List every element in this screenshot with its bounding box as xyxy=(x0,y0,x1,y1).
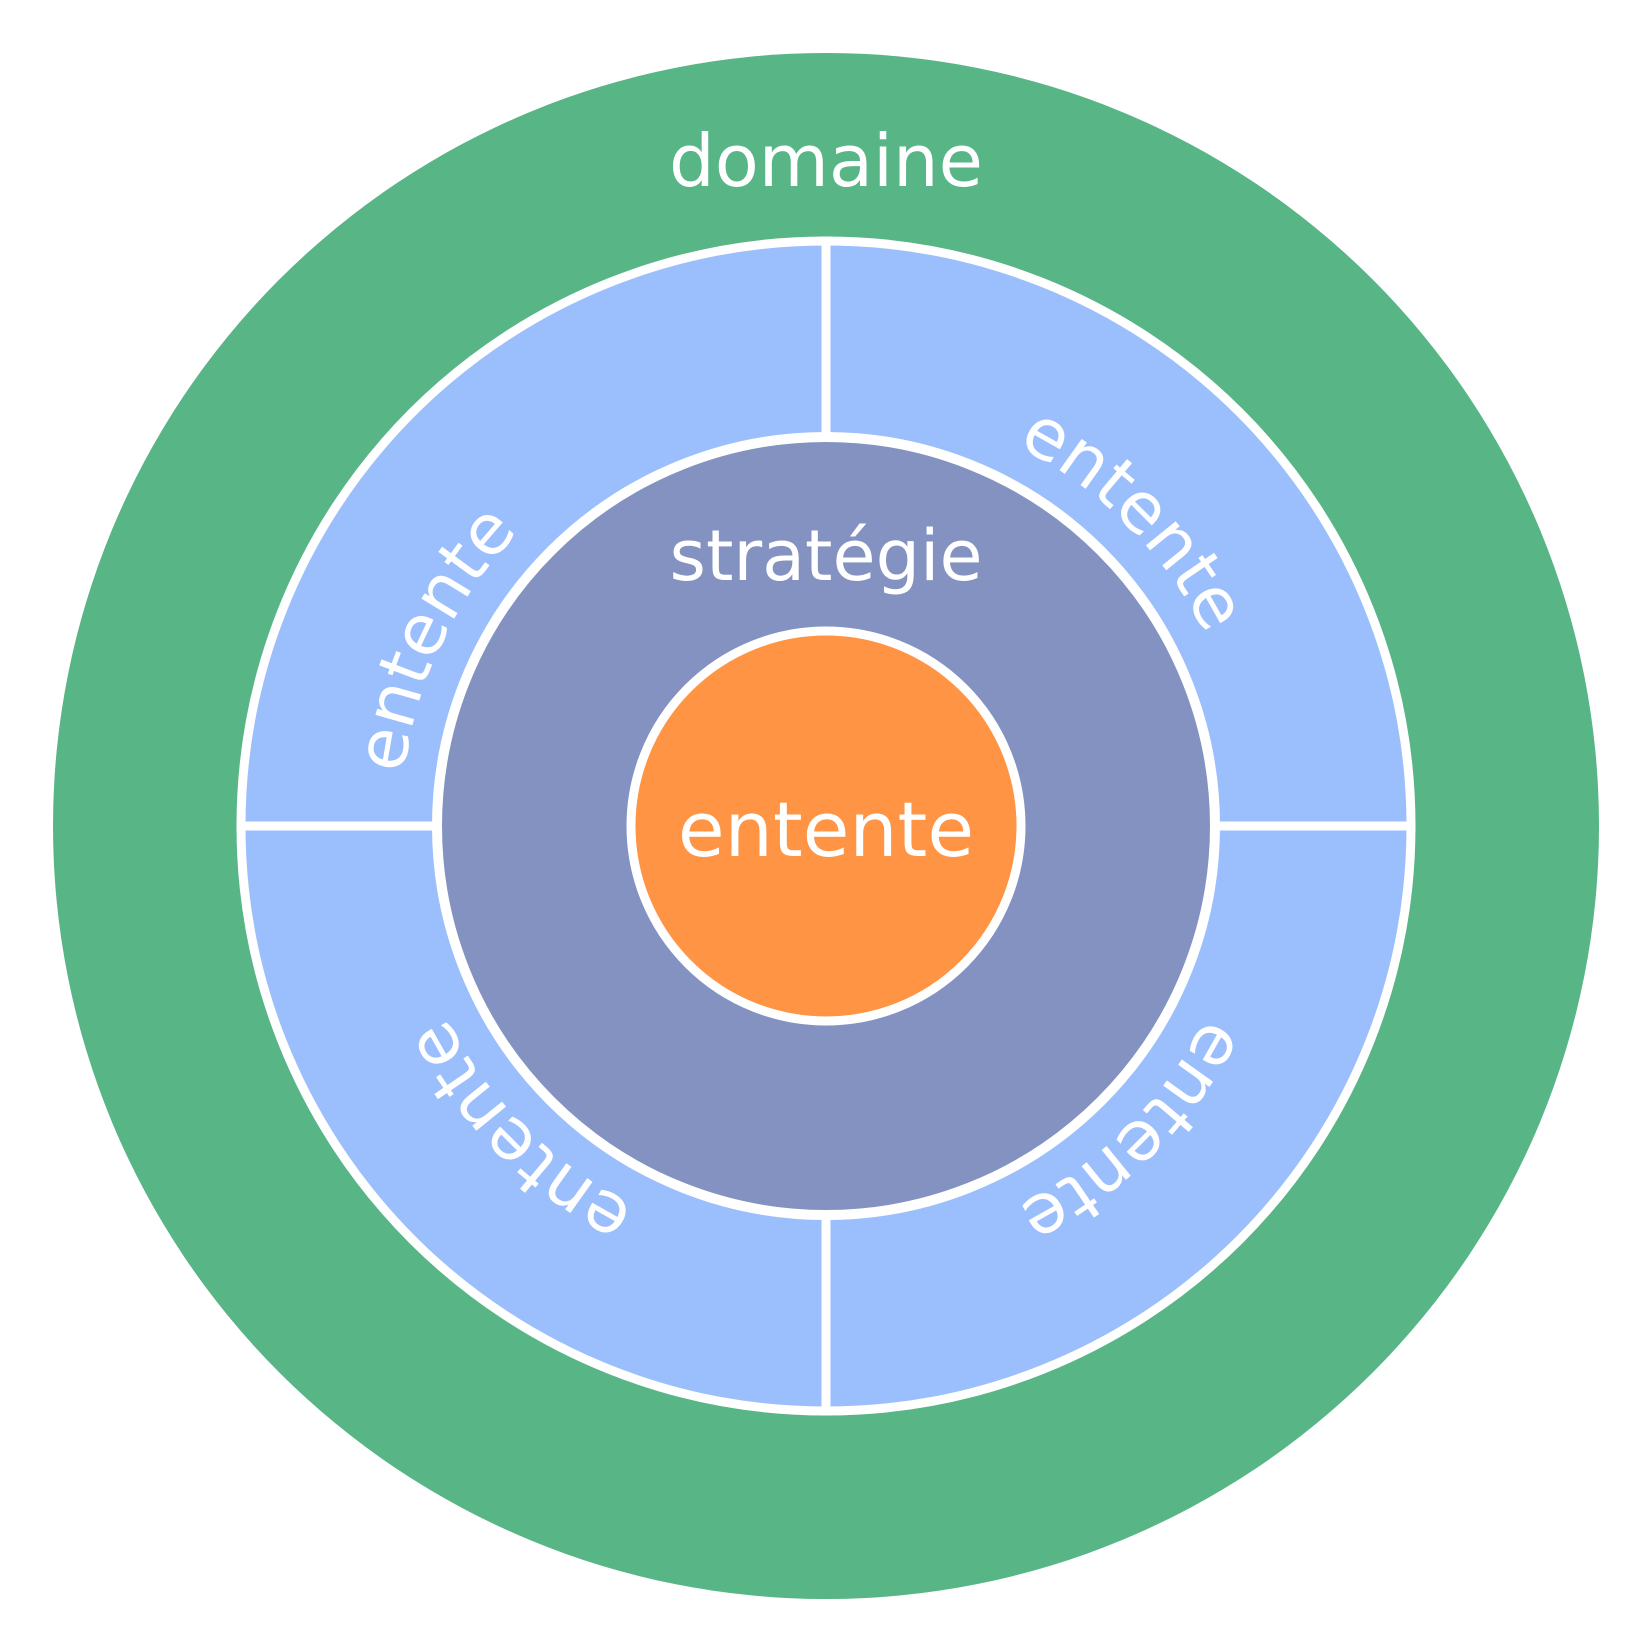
domain-label: domaine xyxy=(669,119,983,203)
strategy-label: stratégie xyxy=(669,515,982,597)
center-label: entente xyxy=(678,785,974,874)
center-circle xyxy=(626,626,1026,1026)
